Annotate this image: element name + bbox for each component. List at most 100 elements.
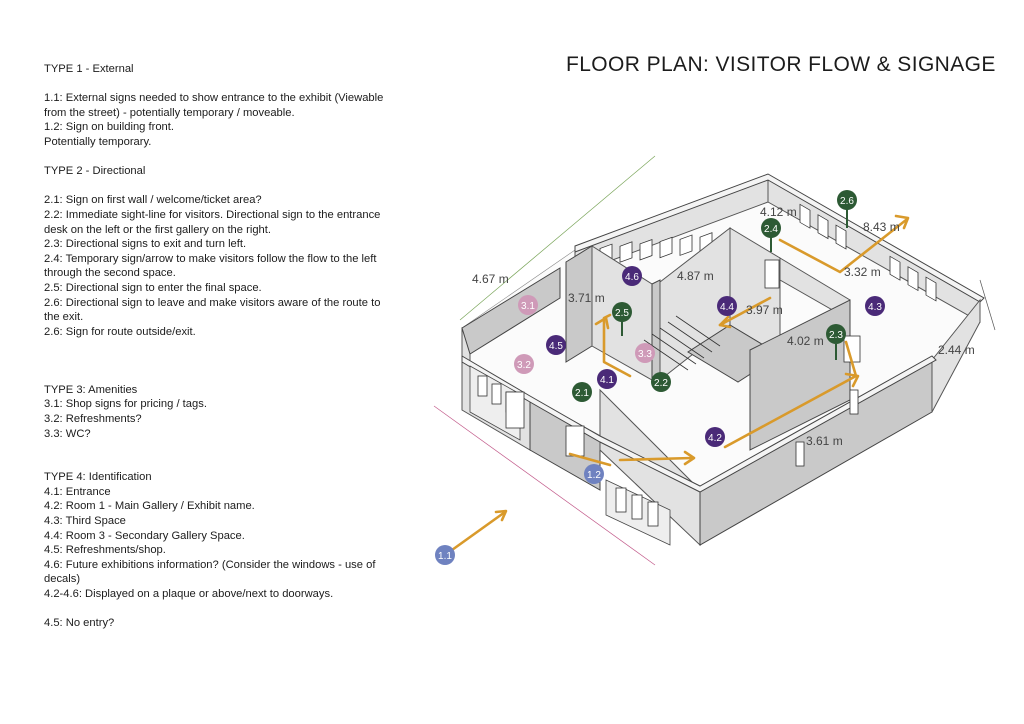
marker-2-2[interactable]: 2.2: [651, 372, 671, 392]
flow-arrowhead-3: [844, 372, 860, 388]
marker-1-2-dot: [584, 464, 604, 484]
marker-3-3-label: 3.3: [638, 349, 652, 360]
flow-arrowhead-4: [718, 315, 732, 329]
marker-2-1[interactable]: 2.1: [572, 382, 592, 402]
marker-2-3[interactable]: 2.3: [826, 324, 846, 360]
marker-2-5-dot: [612, 302, 632, 322]
dim-4-67: 4.67 m: [472, 272, 509, 286]
note-4-5-footnote: 4.5: No entry?: [44, 617, 115, 630]
marker-2-5-label: 2.5: [615, 308, 629, 319]
note-4-3: 4.3: Third Space: [44, 515, 126, 528]
marker-4-2-label: 4.2: [708, 433, 722, 444]
guide-line-top: [459, 155, 656, 321]
marker-2-5[interactable]: 2.5: [612, 302, 632, 336]
marker-1-1-dot: [435, 545, 455, 565]
note-2-5: 2.5: Directional sign to enter the final…: [44, 281, 262, 294]
note-4-4: 4.4: Room 3 - Secondary Gallery Space.: [44, 529, 245, 542]
flow-main-gallery: [723, 374, 858, 449]
marker-4-1-label: 4.1: [600, 375, 614, 386]
visitor-flow: [443, 214, 910, 557]
marker-4-3-dot: [865, 296, 885, 316]
note-2-6: 2.6: Directional sign to leave and make …: [44, 296, 381, 324]
note-2-4: 2.4: Temporary sign/arrow to make visito…: [44, 252, 377, 280]
flow-turn-left: [844, 340, 858, 378]
note-2-6b: 2.6: Sign for route outside/exit.: [44, 325, 196, 338]
marker-4-4-dot: [717, 296, 737, 316]
dim-3-32: 3.32 m: [844, 265, 881, 279]
page-title: FLOOR PLAN: VISITOR FLOW & SIGNAGE: [566, 53, 996, 76]
note-2-1: 2.1: Sign on first wall / welcome/ticket…: [44, 194, 262, 207]
marker-4-2-dot: [705, 427, 725, 447]
note-3-1: 3.1: Shop signs for pricing / tags.: [44, 398, 207, 411]
marker-3-3[interactable]: 3.3: [635, 343, 655, 363]
dim-3-97: 3.97 m: [746, 303, 783, 317]
guide-line-right: [979, 279, 996, 331]
marker-3-2-label: 3.2: [517, 360, 531, 371]
note-3-3: 3.3: WC?: [44, 427, 91, 440]
marker-3-2[interactable]: 3.2: [514, 354, 534, 374]
marker-4-3[interactable]: 4.3: [865, 296, 885, 316]
floor-plan-diagram: 4.67 m 3.71 m 4.87 m 4.12 m 8.43 m 3.32 …: [433, 155, 996, 566]
marker-4-4[interactable]: 4.4: [717, 296, 737, 316]
marker-2-4[interactable]: 2.4: [761, 218, 781, 252]
dim-4-12: 4.12 m: [760, 205, 797, 219]
dim-4-87: 4.87 m: [677, 269, 714, 283]
marker-4-1[interactable]: 4.1: [597, 369, 617, 389]
note-4-1: 4.1: Entrance: [44, 485, 111, 498]
marker-4-5[interactable]: 4.5: [546, 335, 566, 355]
marker-4-6-label: 4.6: [625, 272, 639, 283]
dim-2-44: 2.44 m: [938, 343, 975, 357]
note-1-2b: Potentially temporary.: [44, 135, 152, 148]
signage-markers: 1.1 1.2 2.1 2.2 2.3 2.4 2.5: [435, 190, 885, 565]
marker-1-1[interactable]: 1.1: [435, 545, 455, 565]
marker-4-5-label: 4.5: [549, 341, 563, 352]
marker-2-6[interactable]: 2.6: [837, 190, 857, 228]
type2-heading: TYPE 2 - Directional: [44, 165, 146, 178]
marker-4-3-label: 4.3: [868, 302, 882, 313]
marker-4-1-dot: [597, 369, 617, 389]
marker-2-3-dot: [826, 324, 846, 344]
dim-3-71: 3.71 m: [568, 291, 605, 305]
marker-1-1-label: 1.1: [438, 551, 452, 562]
marker-2-4-dot: [761, 218, 781, 238]
dim-3-61: 3.61 m: [806, 434, 843, 448]
marker-3-1-label: 3.1: [521, 301, 535, 312]
note-2-2: 2.2: Immediate sight-line for visitors. …: [44, 208, 381, 236]
side-window-2: [849, 389, 859, 415]
note-4-2: 4.2: Room 1 - Main Gallery / Exhibit nam…: [44, 500, 255, 513]
marker-3-1-dot: [518, 295, 538, 315]
front-window-left: [505, 391, 525, 429]
marker-2-2-label: 2.2: [654, 378, 668, 389]
flow-entrance: [568, 452, 612, 467]
flow-to-gallery: [618, 456, 694, 462]
marker-2-6-dot: [837, 190, 857, 210]
flow-arrowhead-5: [594, 316, 610, 330]
marker-3-3-dot: [635, 343, 655, 363]
marker-4-6-dot: [622, 266, 642, 286]
flow-gallery-3: [718, 296, 772, 327]
type3-heading: TYPE 3: Amenities: [44, 383, 138, 396]
marker-3-1[interactable]: 3.1: [518, 295, 538, 315]
east-wall: [931, 298, 981, 413]
back-windows: [599, 203, 937, 302]
marker-4-2[interactable]: 4.2: [705, 427, 725, 447]
flow-street-to-entrance: [443, 510, 507, 557]
staircase: [643, 315, 721, 371]
dim-8-43: 8.43 m: [863, 220, 900, 234]
guide-line-bottom: [433, 405, 656, 566]
marker-1-2-label: 1.2: [587, 470, 601, 481]
flow-arrowhead-1: [494, 509, 508, 522]
marker-2-6-label: 2.6: [840, 196, 854, 207]
type1-heading: TYPE 1 - External: [44, 63, 134, 75]
note-3-2: 3.2: Refreshments?: [44, 413, 142, 426]
marker-2-1-dot: [572, 382, 592, 402]
marker-4-6[interactable]: 4.6: [622, 266, 642, 286]
marker-1-2[interactable]: 1.2: [584, 464, 604, 484]
left-wall: [461, 267, 561, 355]
note-4-2-4-6: 4.2-4.6: Displayed on a plaque or above/…: [44, 588, 334, 600]
marker-2-3-label: 2.3: [829, 330, 843, 341]
doorway-gallery-3: [764, 259, 780, 289]
bay-window-right: [605, 479, 671, 546]
note-4-6: 4.6: Future exhibitions information? (Co…: [44, 558, 376, 586]
note-2-3: 2.3: Directional signs to exit and turn …: [44, 238, 247, 251]
